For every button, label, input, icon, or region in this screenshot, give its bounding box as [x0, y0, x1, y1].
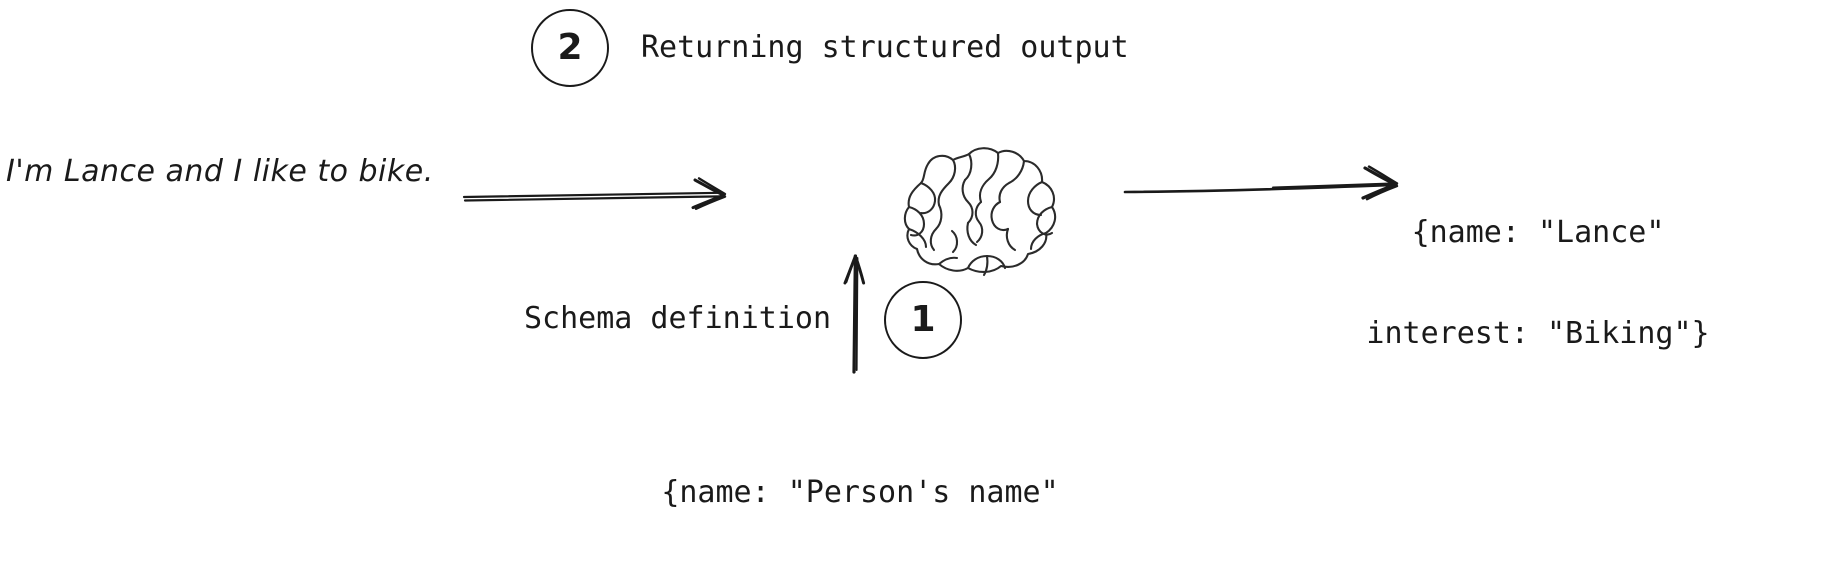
output-json: {name: "Lance" interest: "Biking"} [1238, 148, 1838, 419]
schema-definition-label: Schema definition [524, 301, 832, 336]
output-json-line-1: {name: "Lance" [1411, 214, 1665, 250]
input-to-model-arrow [462, 150, 742, 220]
step-2-circle: 2 [531, 9, 609, 87]
step-1-number: 1 [910, 299, 936, 340]
schema-to-model-arrow [830, 250, 890, 375]
schema-json-line-1: {name: "Person's name" [661, 474, 1059, 510]
input-text: I'm Lance and I like to bike. [6, 154, 434, 189]
step-2-number: 2 [557, 27, 583, 68]
schema-json: {name: "Person's name" interest: "Person… [560, 408, 1160, 566]
output-json-line-2: interest: "Biking"} [1366, 316, 1710, 352]
model-to-output-arrow [1123, 150, 1413, 220]
brain-icon [895, 133, 1085, 278]
step-2-label: Returning structured output [641, 30, 1129, 65]
step-1-circle: 1 [884, 281, 962, 359]
